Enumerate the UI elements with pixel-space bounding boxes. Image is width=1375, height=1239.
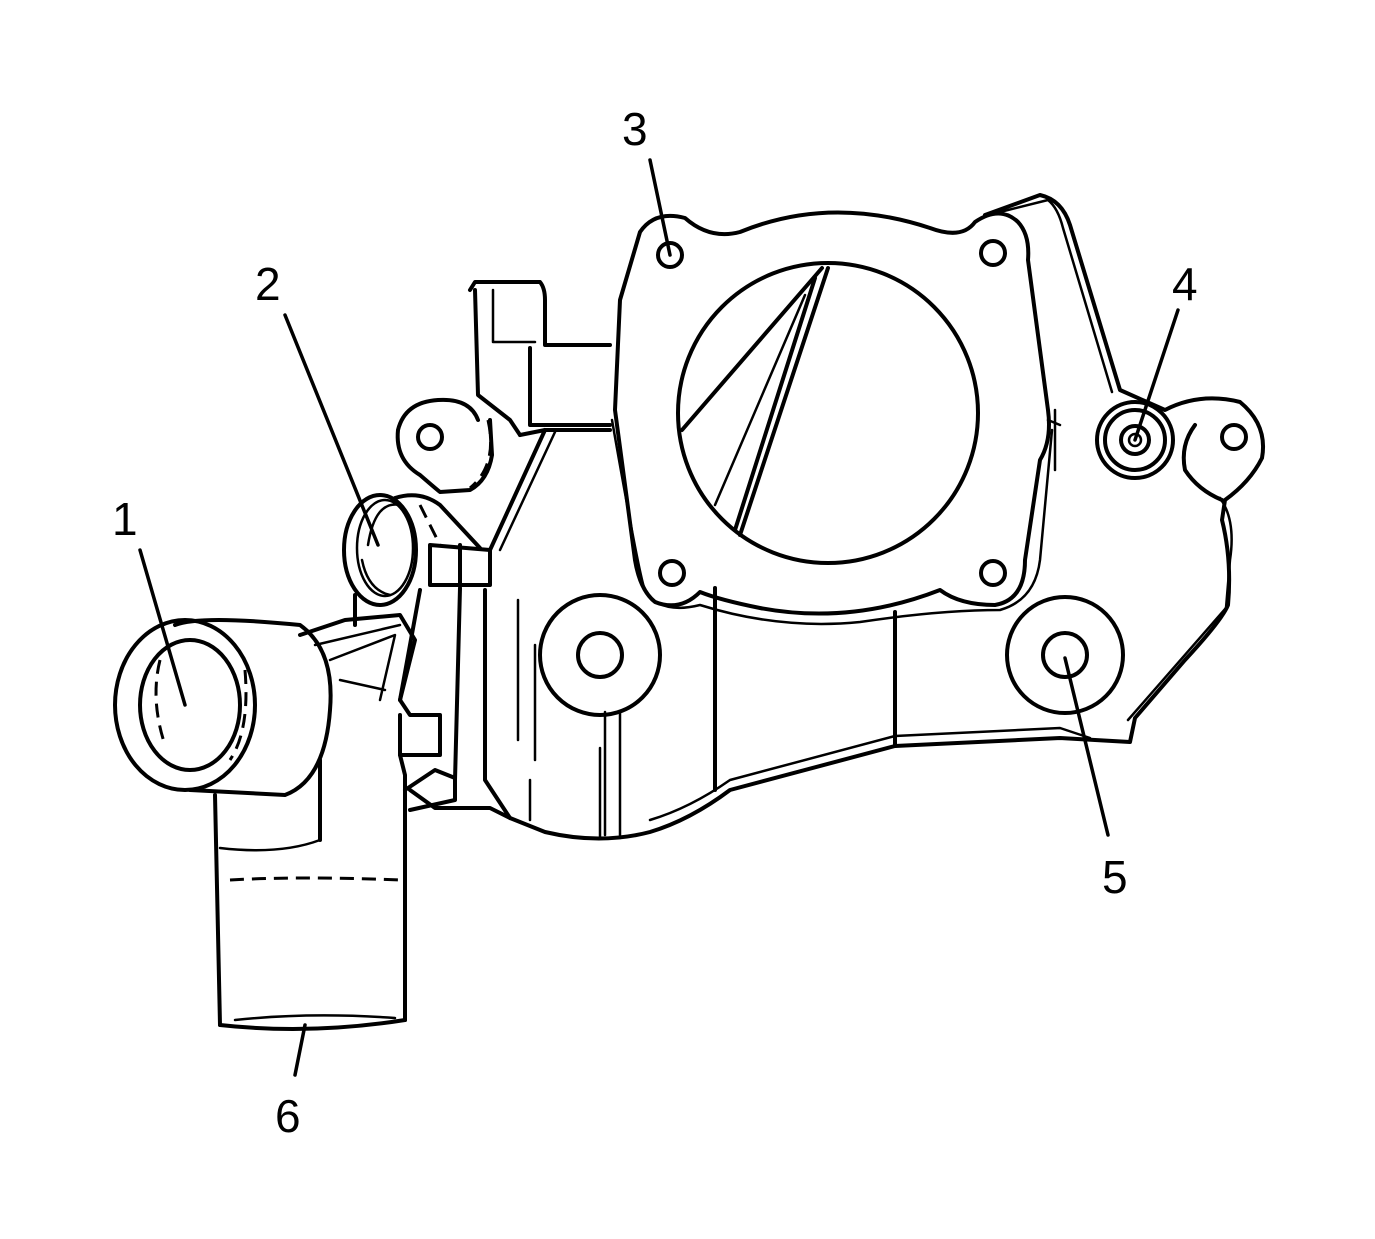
throttle-bore-flange [610,210,1054,626]
leader-lines [138,158,1180,1077]
port-2-opening [342,493,492,627]
bolt-hole-top-left [656,241,684,269]
bolt-hole-bottom-right [979,559,1007,587]
housing-body [408,193,1265,841]
leader-5 [1063,656,1110,837]
leader-1 [138,548,187,707]
callout-1: 1 [112,493,138,545]
bolt-hole-top-right [979,239,1007,267]
right-mounting-bosses [1005,400,1248,715]
leader-4 [1133,308,1180,442]
upper-left-mounting-ear [395,397,494,494]
leader-2 [283,313,380,547]
callout-2: 2 [255,258,281,310]
leader-6 [293,1023,307,1077]
leader-3 [648,158,672,257]
callout-3: 3 [622,103,648,155]
callout-labels: 1 2 3 4 5 6 [112,103,1198,1142]
outlet-pipe [113,586,462,1031]
callout-4: 4 [1172,258,1198,310]
bolt-hole-bottom-left [658,559,686,587]
callout-6: 6 [275,1090,301,1142]
callout-5: 5 [1102,851,1128,903]
center-mounting-boss [538,593,662,717]
